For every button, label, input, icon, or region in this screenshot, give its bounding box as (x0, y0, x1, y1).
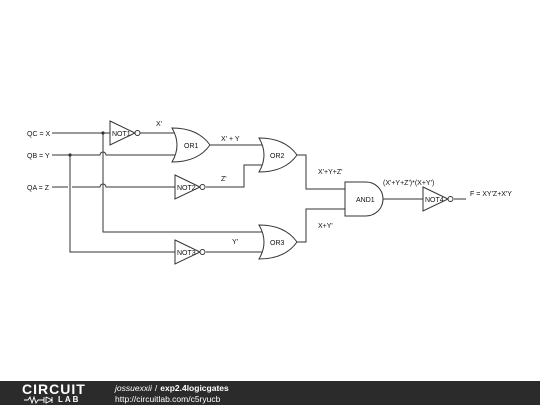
logo-text-top: CIRCUIT (22, 381, 86, 397)
circuit-diagram: NOT1 NOT2 NOT3 NOT4 OR1 OR2 OR3 AND1 QC … (27, 120, 512, 265)
and1-label: AND1 (356, 197, 375, 204)
or2-label: OR2 (270, 153, 285, 160)
input-qc-label: QC = X (27, 131, 50, 138)
or1-label: OR1 (184, 143, 199, 150)
credit-line: jossuexxii/exp2.4logicgates (115, 383, 229, 393)
signal-z-not: Z' (221, 176, 227, 183)
signal-y-not: Y' (232, 239, 238, 246)
footer-bar: CIRCUIT LAB jossuexxii/exp2.4logicgates … (0, 381, 540, 405)
circuit-name[interactable]: exp2.4logicgates (160, 383, 229, 393)
wires (52, 132, 466, 253)
input-qb-label: QB = Y (27, 153, 50, 160)
or1-gate[interactable] (171, 127, 211, 163)
signal-or3-out: X+Y' (318, 223, 333, 230)
or3-label: OR3 (270, 240, 285, 247)
junction-dot (68, 153, 72, 157)
and1-gate[interactable] (344, 181, 384, 217)
not3-label: NOT3 (177, 250, 196, 257)
signal-and1-out: (X'+Y+Z')*(X+Y') (383, 180, 434, 187)
credit-separator: / (154, 383, 158, 393)
wire-y-to-or1 (52, 151, 178, 156)
or3-gate[interactable] (258, 224, 298, 260)
wire-y-to-not3 (69, 155, 175, 253)
logo-text-bottom: LAB (58, 395, 81, 404)
wire-x-to-or3 (102, 133, 262, 233)
signal-x-not-plus-y: X' + Y (221, 136, 240, 143)
author-link[interactable]: jossuexxii (115, 383, 152, 393)
circuitlab-logo: CIRCUIT LAB (22, 382, 92, 404)
signal-or2-out: X'+Y+Z' (318, 169, 342, 176)
waveform-icon (24, 396, 54, 404)
junction-dot (101, 131, 105, 135)
not4-gate[interactable] (422, 186, 454, 212)
wire-or2-to-and1 (295, 154, 345, 190)
signal-x-not: X' (156, 121, 162, 128)
not3-gate[interactable] (174, 239, 206, 265)
not1-label: NOT1 (112, 131, 131, 138)
circuit-url-link[interactable]: http://circuitlab.com/c5ryucb (115, 394, 221, 404)
or2-gate[interactable] (258, 137, 298, 173)
not4-label: NOT4 (425, 197, 444, 204)
output-f-label: F = XY'Z+X'Y (470, 191, 512, 198)
not2-label: NOT2 (177, 185, 196, 192)
junctions (68, 131, 105, 157)
wire-or3-to-and1 (295, 208, 345, 243)
not1-gate[interactable] (109, 120, 141, 146)
input-qa-label: QA = Z (27, 185, 50, 192)
wire-not2-to-or2 (206, 164, 264, 188)
not2-gate[interactable] (174, 174, 206, 200)
